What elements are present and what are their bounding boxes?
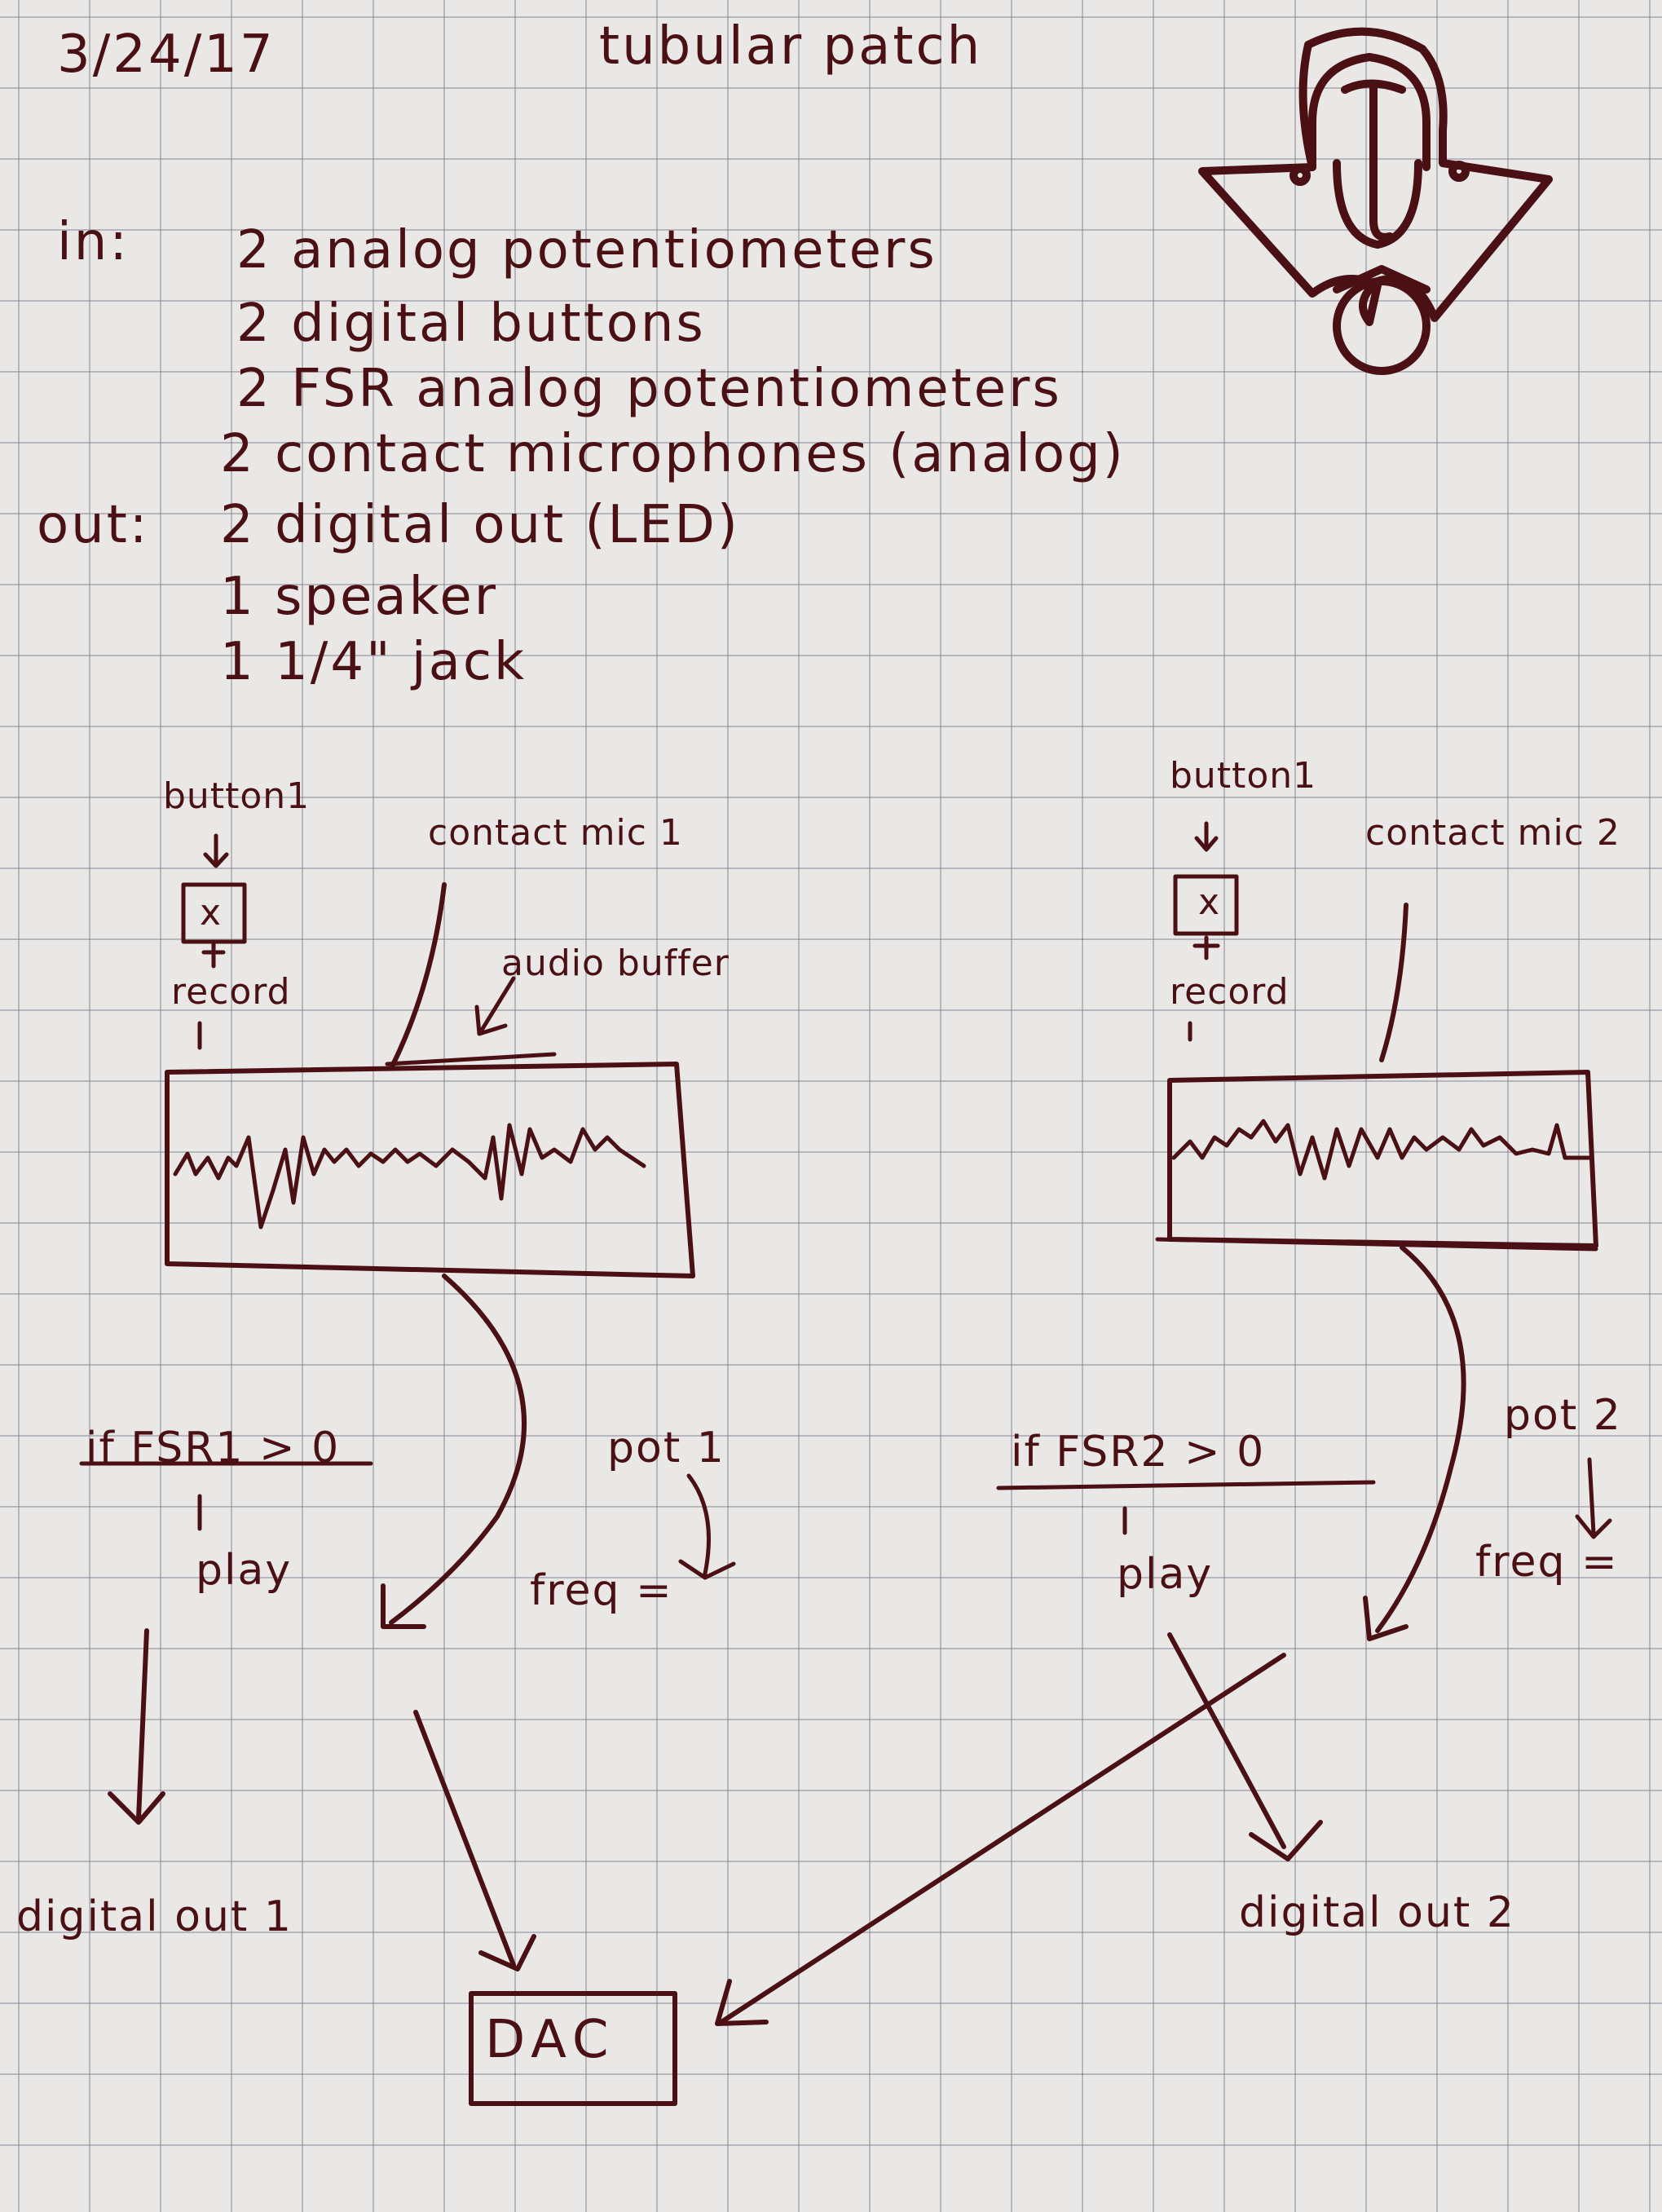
dac-box [469, 1991, 677, 2106]
right-play-label: play [1117, 1550, 1214, 1599]
right-play-to-digital-out [1167, 1632, 1323, 1861]
left-buffer-label: audio buffer [501, 943, 730, 984]
right-audio-buffer [1167, 1070, 1598, 1248]
input-item: 2 FSR analog potentiometers [236, 359, 1062, 419]
right-freq-label: freq = [1475, 1538, 1619, 1587]
left-pot-label: pot 1 [607, 1424, 725, 1472]
left-digital-out-label: digital out 1 [16, 1892, 293, 1941]
right-mic-label: contact mic 2 [1365, 812, 1620, 854]
tubular-mask-logo-icon [1198, 27, 1553, 375]
left-mic-cable [389, 882, 447, 1071]
right-condition-label: if FSR2 > 0 [1011, 1428, 1266, 1477]
left-record-label: record [171, 971, 291, 1013]
right-button-arrow [1194, 821, 1219, 852]
left-to-dac-arrow [413, 1710, 536, 1971]
dac-label: DAC [485, 2010, 615, 2070]
in-label: in: [57, 212, 130, 272]
right-button-label: button1 [1170, 755, 1317, 797]
left-play-to-digital-out [108, 1628, 165, 1825]
output-item: 1 1/4" jack [220, 632, 527, 692]
left-freq-label: freq = [530, 1566, 673, 1615]
right-to-dac-arrow [715, 1653, 1286, 2026]
input-item: 2 digital buttons [236, 294, 706, 354]
left-buffer-to-dac-curve [381, 1274, 527, 1629]
left-waveform [173, 1123, 646, 1230]
right-record-label: record [1170, 971, 1289, 1013]
date-label: 3/24/17 [57, 24, 276, 85]
left-button-mark: x [200, 892, 223, 934]
right-digital-out-label: digital out 2 [1239, 1888, 1515, 1937]
left-button-label: button1 [163, 775, 311, 817]
right-pot-label: pot 2 [1504, 1391, 1622, 1440]
right-button-mark: x [1198, 881, 1221, 923]
right-buffer-curve [1363, 1245, 1466, 1641]
left-button-arrow [203, 833, 229, 868]
right-waveform [1171, 1119, 1592, 1181]
output-item: 1 speaker [220, 567, 499, 627]
left-mic-label: contact mic 1 [428, 812, 683, 854]
input-item: 2 analog potentiometers [236, 220, 937, 280]
page-title: tubular patch [599, 16, 983, 77]
left-play-label: play [196, 1546, 293, 1595]
left-button-box [181, 882, 247, 944]
right-button-box [1173, 874, 1239, 936]
input-item: 2 contact microphones (analog) [220, 424, 1126, 484]
output-item: 2 digital out (LED) [220, 495, 740, 555]
out-label: out: [37, 495, 150, 555]
right-mic-cable [1379, 903, 1409, 1062]
left-audio-buffer [165, 1062, 695, 1278]
